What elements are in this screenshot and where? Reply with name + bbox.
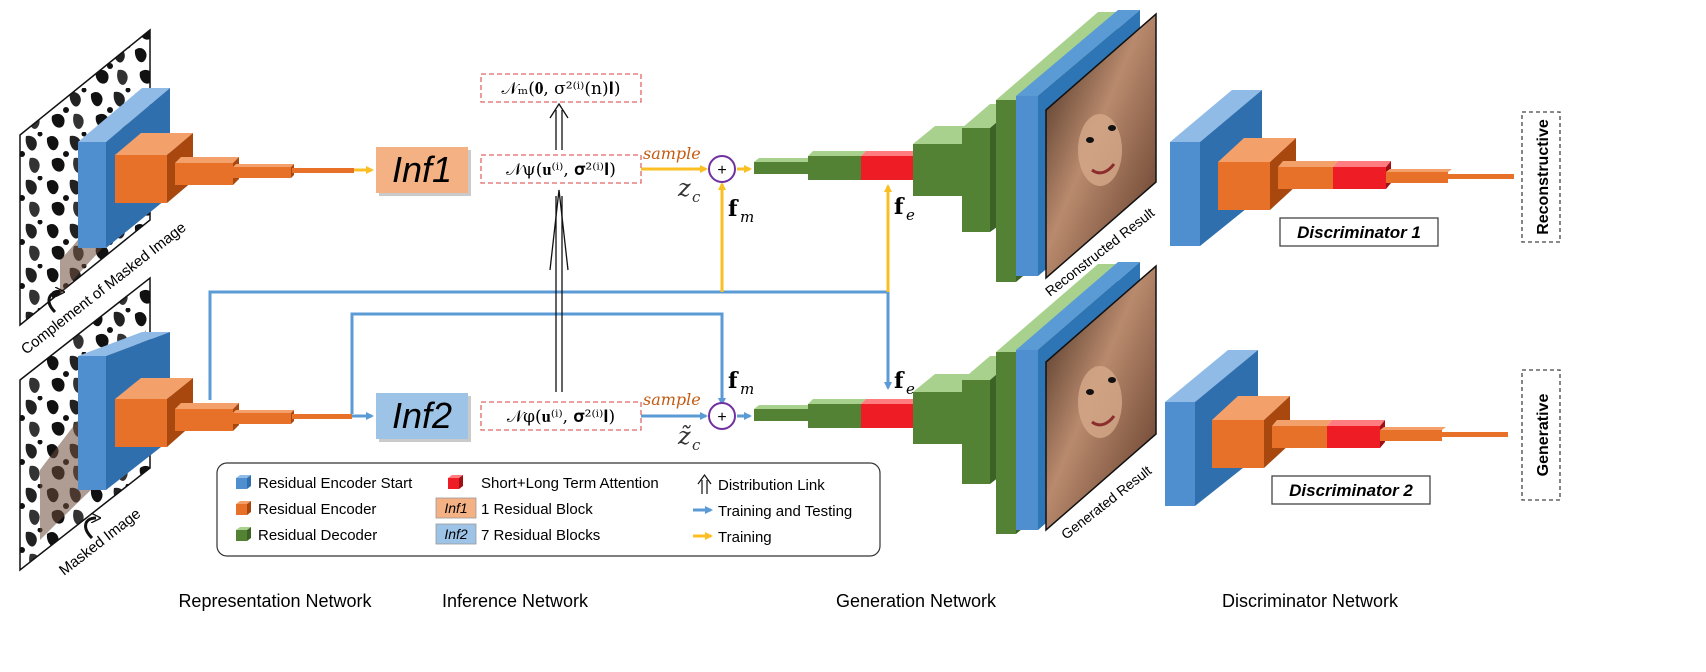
plus-icon: +: [717, 409, 726, 426]
blue-flow-lines: [208, 290, 892, 420]
fm-top-symbol: f: [728, 196, 739, 222]
legend-encoder-start-text: Residual Encoder Start: [258, 475, 413, 492]
legend: Residual Encoder Start Residual Encoder …: [216, 462, 881, 557]
encoder-block: [292, 168, 354, 173]
legend-inf1-text: 1 Residual Block: [481, 501, 593, 518]
legend-inf2-text: 7 Residual Blocks: [481, 527, 600, 544]
legend-training-text: Training: [718, 529, 772, 546]
bottom-formula: 𝒩φ(𝐮⁽ⁱ⁾, 𝛔²⁽ⁱ⁾𝐈): [507, 407, 615, 427]
generative-label: Generative: [1535, 394, 1552, 477]
sample-label-top: sample: [643, 144, 701, 163]
zc-top-sub: c: [692, 188, 701, 206]
legend-encoder-start: Residual Encoder Start: [236, 475, 413, 492]
decoder-block: [754, 405, 813, 421]
generated-result-image: [1045, 264, 1157, 532]
legend-training: Training: [693, 529, 772, 546]
add-node-bottom: +: [708, 402, 736, 430]
section-discriminator: Discriminator Network: [1222, 591, 1399, 611]
zc-bottom-sub: c: [692, 436, 701, 454]
discriminator-2-label: Discriminator 2: [1289, 481, 1413, 500]
legend-inf2: Inf2 7 Residual Blocks: [435, 523, 600, 545]
legend-encoder-text: Residual Encoder: [258, 501, 376, 518]
double-arrow-icon: [697, 473, 712, 494]
curved-arrow-icon: [47, 292, 60, 314]
fe-bottom-symbol: f: [894, 368, 905, 394]
legend-inf1-key: Inf1: [444, 500, 467, 516]
reconstructive-label: Reconstructive: [1535, 119, 1552, 235]
attention-block: [861, 151, 918, 180]
inf1-label: Inf1: [392, 149, 452, 190]
section-representation: Representation Network: [178, 591, 372, 611]
legend-attention-text: Short+Long Term Attention: [481, 475, 659, 492]
encoder-block: [233, 164, 294, 178]
attention-block: [861, 399, 918, 428]
discriminator-1: Discriminator 1: [1170, 90, 1514, 247]
legend-inf1: Inf1 1 Residual Block: [435, 497, 593, 519]
inf2-block: Inf2: [376, 393, 471, 442]
generative-mode-box: Generative: [1521, 369, 1561, 501]
decoder-block: [808, 151, 866, 180]
legend-train-test: Training and Testing: [693, 503, 852, 520]
section-inference: Inference Network: [442, 591, 589, 611]
legend-train-test-text: Training and Testing: [718, 503, 852, 520]
bottom-encoder: [78, 332, 352, 490]
legend-inf2-key: Inf2: [444, 526, 468, 542]
fm-bottom-sub: m: [740, 380, 754, 398]
yellow-flow-lines: [354, 165, 892, 292]
legend-decoder-text: Residual Decoder: [258, 527, 377, 544]
add-node-top: +: [708, 155, 736, 183]
prior-distribution-box: 𝒩ₘ(𝟎, σ²⁽ⁱ⁾(n)𝐈): [480, 73, 642, 103]
plus-icon: +: [717, 162, 726, 179]
section-generation: Generation Network: [836, 591, 997, 611]
inf1-block: Inf1: [376, 147, 471, 196]
legend-distribution-link-text: Distribution Link: [718, 477, 825, 494]
encoder-block: [233, 410, 294, 424]
decoder-block: [754, 158, 813, 174]
top-formula: 𝒩ψ(𝐮⁽ⁱ⁾, 𝛔²⁽ⁱ⁾𝐈): [506, 160, 616, 180]
zc-top-symbol: z: [677, 174, 691, 202]
decoder-block: [808, 399, 866, 428]
discriminator-2: Discriminator 2: [1165, 350, 1508, 506]
fm-top-sub: m: [740, 208, 754, 226]
legend-attention: Short+Long Term Attention: [448, 475, 659, 492]
discriminator-1-label: Discriminator 1: [1297, 223, 1421, 242]
posterior-top-box: 𝒩ψ(𝐮⁽ⁱ⁾, 𝛔²⁽ⁱ⁾𝐈): [480, 154, 642, 184]
reconstructive-mode-box: Reconstructive: [1521, 111, 1561, 243]
encoder-block: [292, 414, 352, 419]
encoder-block: [175, 403, 239, 431]
zc-bottom-symbol: z̃: [677, 422, 692, 450]
encoder-block: [175, 157, 239, 185]
top-encoder: [78, 88, 354, 248]
prior-formula: 𝒩ₘ(𝟎, σ²⁽ⁱ⁾(n)𝐈): [502, 79, 621, 99]
fe-top-symbol: f: [894, 194, 905, 220]
fe-bottom-sub: e: [906, 380, 915, 398]
inf2-label: Inf2: [392, 395, 452, 436]
legend-distribution-link: Distribution Link: [697, 473, 825, 494]
legend-encoder: Residual Encoder: [236, 501, 376, 518]
fm-bottom-symbol: f: [728, 368, 739, 394]
curved-arrow-icon: [84, 518, 96, 540]
legend-decoder: Residual Decoder: [236, 527, 377, 544]
distribution-link: [549, 102, 569, 392]
posterior-bottom-box: 𝒩φ(𝐮⁽ⁱ⁾, 𝛔²⁽ⁱ⁾𝐈): [480, 401, 642, 431]
fe-top-sub: e: [906, 206, 915, 224]
reconstructed-result-image: [1045, 12, 1157, 280]
sample-label-bottom: sample: [643, 390, 701, 409]
